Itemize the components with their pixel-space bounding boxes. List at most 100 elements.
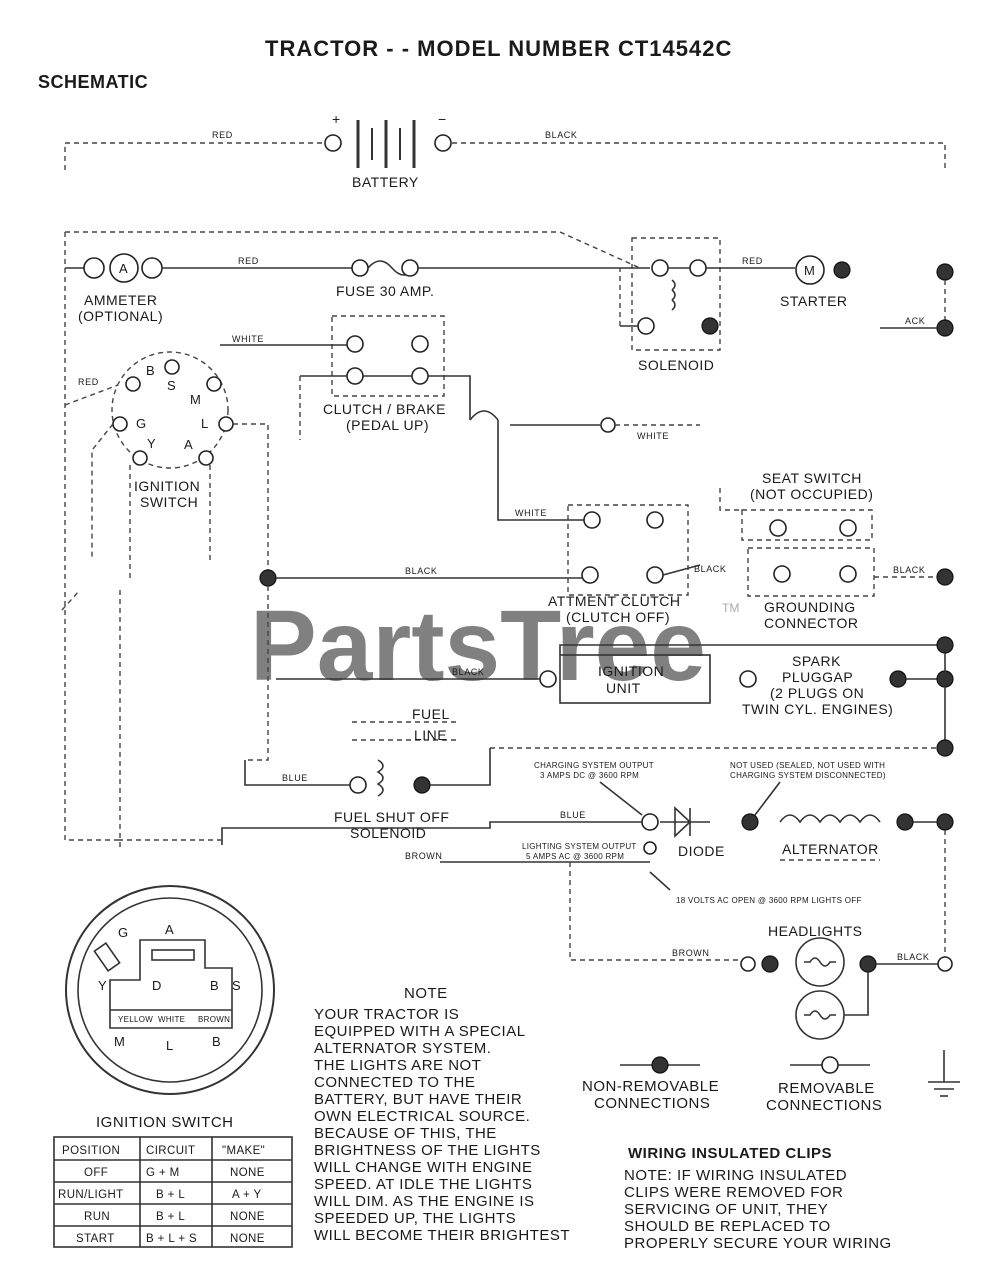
note-line: YOUR TRACTOR IS <box>314 1006 459 1023</box>
fuel-solenoid-label-2: SOLENOID <box>350 825 426 841</box>
note-line: WILL BECOME THEIR BRIGHTEST <box>314 1227 570 1244</box>
note-line: ALTERNATOR SYSTEM. <box>314 1040 491 1057</box>
ignition-switch-label-2: SWITCH <box>140 494 198 510</box>
lighting-output-1: LIGHTING SYSTEM OUTPUT <box>522 842 637 851</box>
note-line: BRIGHTNESS OF THE LIGHTS <box>314 1142 541 1159</box>
battery-black-wire-label: BLACK <box>545 130 578 140</box>
ground-black-wire-label: ACK <box>905 316 925 326</box>
main-bus-wire <box>65 231 641 269</box>
table-header-position: POSITION <box>62 1145 120 1157</box>
fuel-solenoid-label-1: FUEL SHUT OFF <box>334 809 449 825</box>
fuse: FUSE 30 AMP. <box>336 259 434 299</box>
ignition-switch-face: G A Y S D B YELLOW WHITE BROWN M L B <box>65 885 275 1095</box>
fuel-ground-wire <box>430 748 491 786</box>
face-pin-b: B <box>210 978 219 993</box>
charging-output-1: CHARGING SYSTEM OUTPUT <box>534 761 654 770</box>
battery-positive-sign: + <box>332 111 341 127</box>
fuel-line-label-1: FUEL <box>412 706 450 722</box>
table-cell: NONE <box>230 1233 265 1245</box>
fuel-line: FUEL LINE <box>352 706 458 743</box>
face-pin-b-bottom: B <box>212 1034 221 1049</box>
note-line: BATTERY, BUT HAVE THEIR <box>314 1091 522 1108</box>
watermark-tm: TM <box>722 601 739 615</box>
lighting-leader <box>649 871 671 891</box>
clips-line: SHOULD BE REPLACED TO <box>624 1218 831 1235</box>
clutch-black-wire-label: BLACK <box>694 564 727 574</box>
switch-pin-b: B <box>146 363 155 378</box>
lighting-brown-wire-label: BROWN <box>405 851 443 861</box>
seat-switch-label-2: (NOT OCCUPIED) <box>750 486 873 502</box>
ignition-unit: IGNITION UNIT <box>539 654 757 704</box>
face-label-white: WHITE <box>158 1015 185 1024</box>
fuel-line-label-2: LINE <box>414 727 447 743</box>
spark-plug-label-1: SPARK <box>792 653 841 669</box>
clips-line: CLIPS WERE REMOVED FOR <box>624 1184 843 1201</box>
spark-plug-label-4: TWIN CYL. ENGINES) <box>742 701 893 717</box>
headlights <box>740 937 953 1040</box>
table-cell: RUN <box>84 1211 110 1223</box>
starter-symbol: M <box>804 263 815 278</box>
watermark: PartsTree <box>250 590 706 702</box>
switch-pin-y: Y <box>147 436 156 451</box>
ammeter-label-2: (OPTIONAL) <box>78 308 163 324</box>
attach-white-wire-label: WHITE <box>515 508 547 518</box>
ignition-switch-label-1: IGNITION <box>134 478 200 494</box>
switch-g-wire <box>91 423 114 560</box>
not-used-2: CHARGING SYSTEM DISCONNECTED) <box>730 771 886 780</box>
wire-break-mark <box>61 589 81 611</box>
fuel-blue-wire <box>244 760 350 786</box>
fuse-red-wire-label: RED <box>238 256 259 266</box>
fuse-label: FUSE 30 AMP. <box>336 283 434 299</box>
ammeter-label-1: AMMETER <box>84 292 158 308</box>
face-label-brown: BROWN <box>198 1015 230 1024</box>
not-used-leader <box>754 781 781 816</box>
volts-lights-off: 18 VOLTS AC OPEN @ 3600 RPM LIGHTS OFF <box>676 896 862 905</box>
note-line: OWN ELECTRICAL SOURCE. <box>314 1108 530 1125</box>
face-pin-l: L <box>166 1038 173 1053</box>
seat-switch <box>741 509 873 541</box>
attachment-clutch-label-2: (CLUTCH OFF) <box>566 609 670 625</box>
table-cell: START <box>76 1233 115 1245</box>
clutch-white-wire-label: WHITE <box>232 334 264 344</box>
right-ground-node <box>936 739 954 757</box>
table-header-circuit: CIRCUIT <box>146 1145 195 1157</box>
lighting-node <box>643 841 657 855</box>
grounding-connector: GROUNDING CONNECTOR <box>747 547 875 631</box>
white-wire-label: WHITE <box>637 431 669 441</box>
ignition-unit-label-2: UNIT <box>606 680 641 696</box>
diode: DIODE <box>641 806 725 859</box>
seat-switch-wire <box>719 488 742 511</box>
face-pin-a: A <box>165 922 174 937</box>
face-pin-s: S <box>232 978 241 993</box>
battery-red-wire-label: RED <box>212 130 233 140</box>
table-cell: B + L <box>156 1211 185 1223</box>
grounding-label-1: GROUNDING <box>764 599 856 615</box>
spark-plug-label-2: PLUGGAP <box>782 669 853 685</box>
note-line: THE LIGHTS ARE NOT <box>314 1057 481 1074</box>
charging-leader <box>599 781 643 816</box>
starter-red-wire-label: RED <box>742 256 763 266</box>
switch-pin-s: S <box>167 378 176 393</box>
battery-negative-sign: − <box>438 111 447 127</box>
note-line: WILL DIM. AS THE ENGINE IS <box>314 1193 535 1210</box>
table-header-make: "MAKE" <box>222 1145 265 1157</box>
table-cell: G + M <box>146 1167 180 1179</box>
ignition-ground-node <box>936 636 954 654</box>
starter-label: STARTER <box>780 293 848 309</box>
legend-non-removable: NON-REMOVABLE CONNECTIONS <box>582 1056 719 1112</box>
diode-label: DIODE <box>678 843 725 859</box>
blue-alternator-wire <box>221 821 642 845</box>
grounding-black-label: BLACK <box>893 565 926 575</box>
clips-line: PROPERLY SECURE YOUR WIRING <box>624 1235 892 1252</box>
grounding-label-2: CONNECTOR <box>764 615 858 631</box>
headlight-brown-wire-label: BROWN <box>672 948 710 958</box>
alternator-node-mid <box>896 813 914 831</box>
ignition-red-wire-label: RED <box>78 377 99 387</box>
table-cell: OFF <box>84 1167 108 1179</box>
alternator-label: ALTERNATOR <box>782 841 879 857</box>
clutch-brake-label-2: (PEDAL UP) <box>346 417 429 433</box>
ignition-table-title: IGNITION SWITCH <box>96 1114 234 1131</box>
table-cell: B + L <box>156 1189 185 1201</box>
white-clutch-wire <box>469 410 588 521</box>
face-pin-m: M <box>114 1034 125 1049</box>
